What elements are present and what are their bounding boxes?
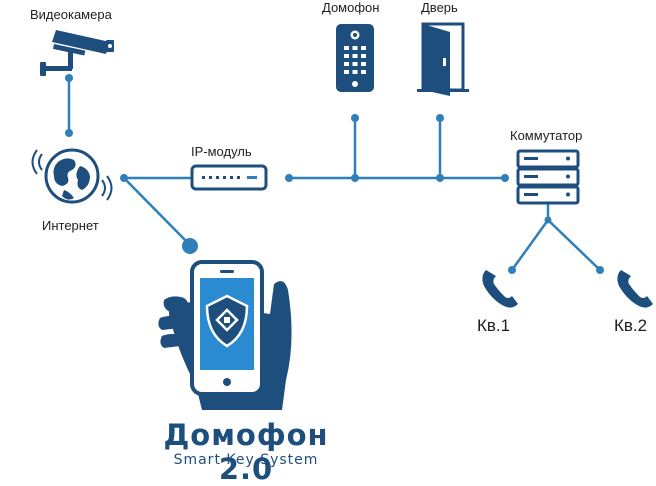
dot-door-junction — [436, 174, 444, 182]
brand-subtitle: Smart Key System — [140, 452, 352, 468]
label-door: Дверь — [421, 0, 458, 15]
dot-intercom-junction — [351, 174, 359, 182]
dot-switch-left — [501, 174, 509, 182]
globe-icon — [46, 150, 98, 202]
dot-door — [436, 114, 444, 122]
label-switch: Коммутатор — [510, 128, 582, 143]
dot-internet — [120, 174, 128, 182]
label-apt2: Кв.2 — [614, 316, 647, 336]
internet-phone-link — [124, 178, 190, 245]
dot-apt1 — [508, 266, 516, 274]
phone-icon — [482, 270, 518, 308]
phone-icon — [617, 270, 653, 308]
ip-module-icon — [192, 166, 266, 189]
label-intercom: Домофон — [322, 0, 379, 15]
label-camera: Видеокамера — [30, 7, 112, 22]
label-internet: Интернет — [42, 218, 99, 233]
label-apt1: Кв.1 — [477, 316, 510, 336]
dot-camera-bottom — [65, 129, 73, 137]
apt2-link — [548, 220, 600, 270]
dot-intercom — [351, 114, 359, 122]
camera-icon — [40, 30, 114, 76]
door-icon — [417, 24, 469, 96]
apt1-link — [512, 220, 548, 270]
dot-camera-top — [65, 74, 73, 82]
network-diagram — [0, 0, 656, 470]
label-ip-module: IP-модуль — [191, 144, 252, 159]
dot-phone — [182, 238, 198, 254]
switch-icon — [518, 151, 578, 203]
dot-switch-bottom — [545, 217, 552, 224]
dot-apt2 — [596, 266, 604, 274]
intercom-panel-icon — [336, 24, 374, 92]
dot-bus-left — [285, 174, 293, 182]
